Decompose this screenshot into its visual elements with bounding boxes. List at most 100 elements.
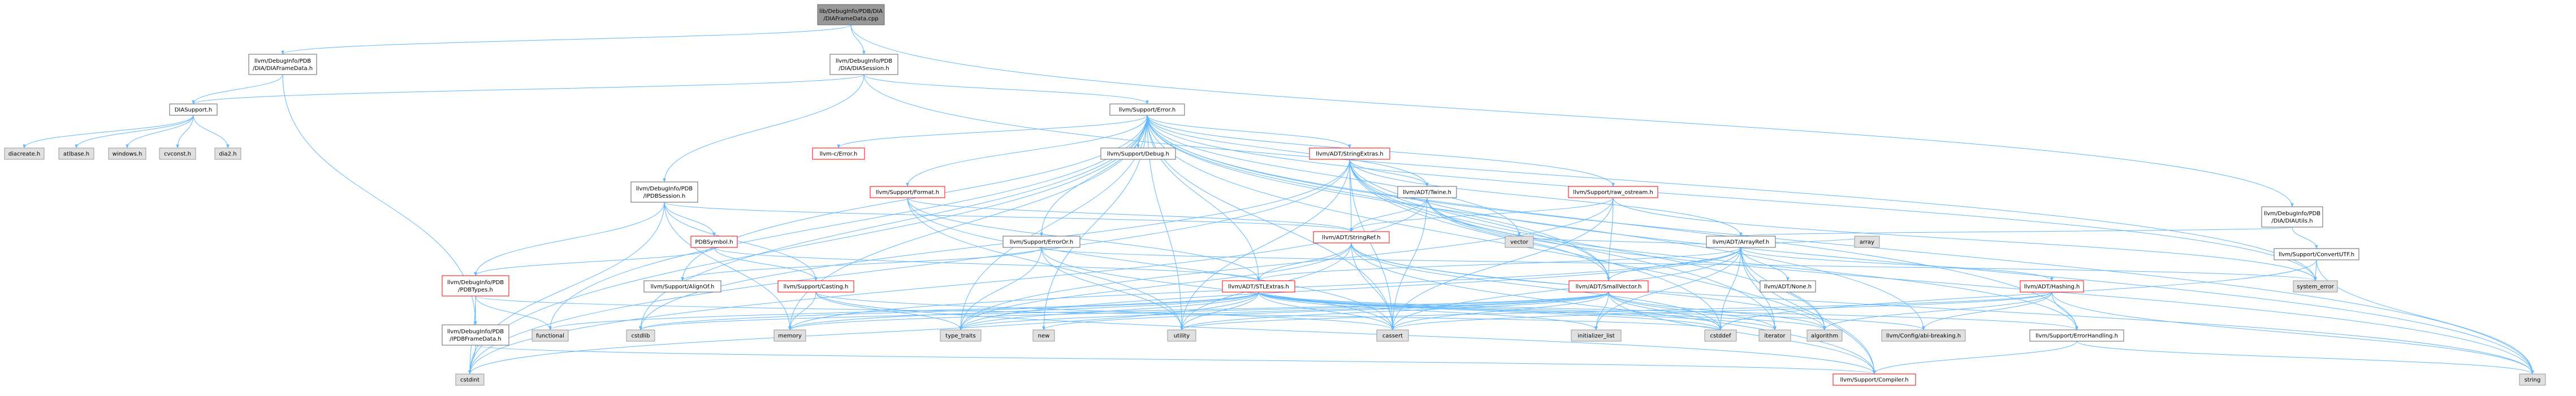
node-diasupport_h[interactable]: DIASupport.h (169, 103, 218, 116)
node-box (4, 147, 45, 160)
node-erroror_h[interactable]: llvm/Support/ErrorOr.h (1002, 236, 1080, 248)
edge-stlextras_h-to-errorhandling (1258, 291, 2078, 330)
node-cstdlib: cstdlib (626, 329, 655, 342)
node-format_h[interactable]: llvm/Support/Format.h (870, 186, 945, 198)
node-errorhandling[interactable]: llvm/Support/ErrorHandling.h (2029, 329, 2124, 342)
edge-smallvector_h-to-initializer_list (1594, 291, 1609, 330)
node-twine_h[interactable]: llvm/ADT/Twine.h (1397, 186, 1457, 198)
node-label: llvm/DebugInfo/PDB (447, 329, 504, 335)
node-convertutf_h[interactable]: llvm/Support/ConvertUTF.h (2274, 248, 2359, 260)
node-root[interactable]: lib/DebugInfo/PDB/DIA/DIAFrameData.cpp (817, 4, 885, 25)
node-box (108, 147, 146, 160)
node-box (169, 103, 218, 116)
edge-stringref_h-to-type_traits (959, 242, 1352, 330)
node-label: llvm/ADT/None.h (1764, 284, 1812, 290)
node-label: llvm/ADT/StringExtras.h (1316, 151, 1384, 158)
node-compiler_h[interactable]: llvm/Support/Compiler.h (1832, 373, 1916, 386)
edge-stlextras_h-to-cstdlib (639, 291, 1259, 330)
edge-smallvector_h-to-cstdlib (639, 291, 1609, 330)
node-diaframedata_h[interactable]: llvm/DebugInfo/PDB/DIA/DIAFrameData.h (248, 54, 317, 75)
edge-arrayref_h-to-cassert (1391, 247, 1741, 330)
node-label: atlbase.h (63, 151, 89, 158)
node-error_h[interactable]: llvm/Support/Error.h (1109, 103, 1185, 116)
node-casting_h[interactable]: llvm/Support/Casting.h (777, 280, 854, 293)
node-llvmc_error[interactable]: llvm-c/Error.h (812, 147, 865, 160)
edge-stlextras_h-to-functional (548, 291, 1259, 330)
node-system_error: system_error (2293, 280, 2338, 293)
node-label: diacreate.h (8, 151, 41, 158)
edge-twine_h-to-errorhandling (1427, 197, 2078, 330)
node-box (1832, 373, 1916, 386)
node-box (159, 147, 196, 160)
node-box (643, 280, 721, 293)
node-new: new (1032, 329, 1055, 342)
node-box (2020, 280, 2084, 293)
node-label: llvm/Config/abi-breaking.h (1886, 333, 1961, 340)
node-ipdbframedata[interactable]: llvm/DebugInfo/PDB/IPDBFrameData.h (442, 324, 509, 346)
edge-diasupport_h-to-cvconst_h (176, 115, 194, 149)
node-box (1167, 329, 1196, 342)
node-dia2_h: dia2.h (214, 147, 241, 160)
node-label: /IPDBFrameData.h (449, 336, 501, 342)
node-hashing_h[interactable]: llvm/ADT/Hashing.h (2020, 280, 2084, 293)
node-label: llvm/Support/Casting.h (784, 284, 849, 290)
node-label: utility (1174, 333, 1190, 340)
node-box (1706, 236, 1776, 248)
node-diautils_h[interactable]: llvm/DebugInfo/PDB/DIA/DIAUtils.h (2261, 206, 2323, 228)
node-pdbtypes_h[interactable]: llvm/DebugInfo/PDB/PDBTypes.h (442, 275, 509, 297)
node-label: DIASupport.h (175, 107, 213, 114)
edge-stringextras-to-utility (1180, 159, 1350, 330)
node-box (248, 54, 317, 75)
edge-error_h-to-llvmc_error (837, 115, 1148, 149)
node-box (870, 186, 945, 198)
edge-hashing_h-to-cassert (1391, 291, 2052, 330)
node-ipdbsession[interactable]: llvm/DebugInfo/PDB/IPDBSession.h (630, 181, 698, 203)
edge-diasession_h-to-system_error (863, 74, 2317, 281)
node-windows_h: windows.h (108, 147, 146, 160)
node-pdbsymbol_h[interactable]: PDBSymbol.h (690, 236, 738, 248)
node-label: new (1038, 333, 1050, 340)
edge-casting_h-to-cassert (815, 291, 1394, 330)
node-stringextras[interactable]: llvm/ADT/StringExtras.h (1309, 147, 1390, 160)
edge-erroror_h-to-utility (1041, 247, 1183, 330)
node-alignof_h[interactable]: llvm/Support/AlignOf.h (643, 280, 721, 293)
node-label: /DIAFrameData.cpp (823, 16, 878, 22)
node-box (1854, 236, 1880, 248)
node-box (214, 147, 241, 160)
edge-convertutf_h-to-system_error (2314, 259, 2317, 281)
node-label: llvm/Support/Debug.h (1107, 151, 1169, 158)
edge-smallvector_h-to-utility (1180, 291, 1609, 330)
node-label: llvm-c/Error.h (820, 151, 858, 158)
edge-format_h-to-utility (907, 197, 1183, 330)
edge-pdbsymbol_h-to-casting_h (714, 247, 818, 281)
node-box (1397, 186, 1457, 198)
node-algorithm: algorithm (1806, 329, 1843, 342)
node-diasession_h[interactable]: llvm/DebugInfo/PDB/DIA/DIASession.h (829, 54, 898, 75)
edge-pdbsymbol_h-to-stlextras_h (714, 247, 1260, 281)
node-none_h[interactable]: llvm/ADT/None.h (1760, 280, 1816, 293)
edge-diasession_h-to-ipdbsession (663, 74, 865, 182)
edge-errorhandling-to-compiler_h (1873, 341, 2077, 375)
edge-smallvector_h-to-iterator (1608, 291, 1777, 330)
edge-error_h-to-vector (1147, 115, 1521, 237)
edge-casting_h-to-memory (788, 291, 816, 330)
edge-pdbtypes_h-to-cstddef (475, 295, 1722, 330)
node-raw_ostream[interactable]: llvm/Support/raw_ostream.h (1568, 186, 1658, 198)
edge-arrayref_h-to-hashing_h (1740, 247, 2054, 281)
node-label: llvm/DebugInfo/PDB (254, 58, 311, 64)
node-stringref_h[interactable]: llvm/ADT/StringRef.h (1313, 231, 1390, 243)
edge-convertutf_h-to-cstddef (1719, 259, 2317, 330)
node-box (773, 329, 806, 342)
node-box (817, 4, 885, 25)
edge-stringref_h-to-cassert (1351, 242, 1394, 330)
node-box (812, 147, 865, 160)
node-arrayref_h[interactable]: llvm/ADT/ArrayRef.h (1706, 236, 1776, 248)
node-debug_h[interactable]: llvm/Support/Debug.h (1100, 147, 1176, 160)
edge-stringextras-to-cstdlib (639, 159, 1350, 330)
node-box (1758, 329, 1791, 342)
edge-erroror_h-to-type_traits (959, 247, 1042, 330)
edge-diasupport_h-to-windows_h (126, 115, 194, 149)
node-smallvector_h[interactable]: llvm/ADT/SmallVector.h (1568, 280, 1649, 293)
node-stlextras_h[interactable]: llvm/ADT/STLExtras.h (1222, 280, 1295, 293)
node-label: llvm/DebugInfo/PDB (836, 58, 892, 64)
